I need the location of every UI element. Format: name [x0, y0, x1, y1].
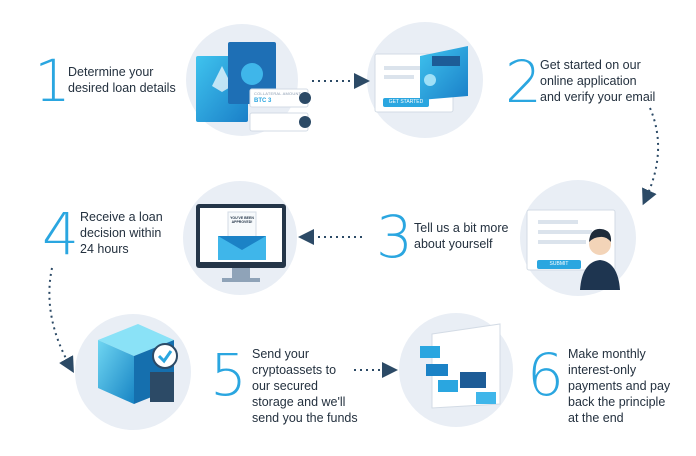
step2-text: Get started on our online application an… [540, 58, 656, 104]
step4-text: Receive a loan decision within 24 hours [80, 210, 163, 256]
step2-number: 2 [505, 48, 542, 116]
step2-get-started-button: GET STARTED [388, 99, 424, 105]
step1-form-label: COLLATERAL AMOUNT [254, 91, 302, 96]
step3-number: 3 [376, 203, 413, 271]
step5-text: Send your cryptoassets to our secured st… [252, 347, 358, 425]
step3-text: Tell us a bit more about yourself [414, 221, 509, 251]
step6-text: Make monthly interest-only payments and … [568, 347, 671, 425]
step1-number: 1 [34, 47, 71, 115]
step5-illustration [75, 314, 191, 430]
step6-illustration [399, 313, 513, 427]
step1-value: BTC 3 [254, 98, 272, 104]
step5-number: 5 [210, 341, 247, 409]
step6-number: 6 [527, 341, 564, 409]
step1-illustration [186, 24, 311, 136]
step2-illustration [367, 22, 483, 138]
step4-number: 4 [42, 200, 79, 268]
step4-illustration [183, 181, 297, 295]
step1-text: Determine your desired loan details [68, 65, 176, 95]
step4-letter-text: YOU'VE BEEN APPROVED! [230, 216, 254, 224]
flow-arrows [48, 73, 659, 378]
step3-submit-button: SUBMIT [549, 261, 569, 267]
step3-illustration [520, 180, 636, 296]
